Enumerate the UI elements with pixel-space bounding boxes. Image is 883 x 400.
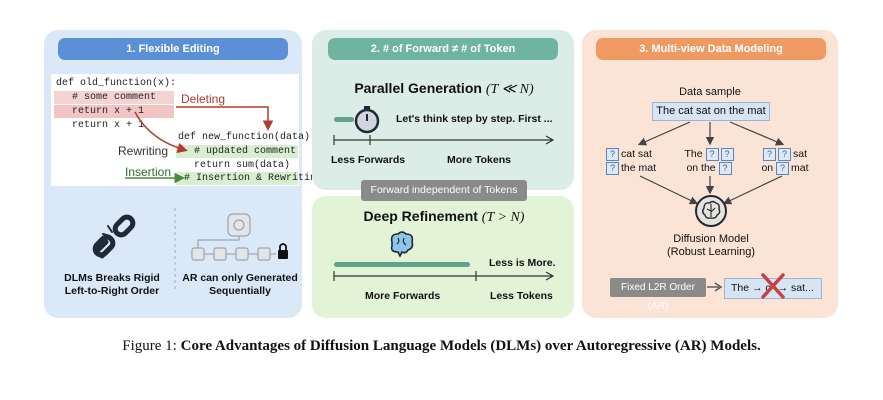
view-3-line-2: on ?mat (752, 161, 818, 175)
code-old-line-2: # some comment (72, 92, 157, 103)
code-new-line-4: # Insertion & Rewriting (184, 173, 323, 184)
less-forwards: Less Forwards (331, 154, 406, 166)
mask-token: ? (762, 148, 776, 161)
caption-dlm-line-1: DLMs Breaks Rigid (64, 272, 160, 284)
mask-token: ? (720, 148, 734, 161)
label-deleting: Deleting (181, 92, 226, 106)
deep-title: Deep Refinement (T > N) (330, 208, 558, 226)
less-is-more: Less is More. (489, 257, 556, 269)
ar-sequential-icon (191, 213, 288, 261)
data-sample-label: Data sample (679, 86, 741, 98)
code-rewrite-row (176, 145, 298, 158)
less-tokens: Less Tokens (490, 290, 553, 302)
mask-token: ? (718, 162, 732, 175)
code-old-line-4: return x + 1 (72, 120, 145, 131)
mask-token: ? (776, 162, 790, 175)
panel1-title: 1. Flexible Editing (58, 38, 288, 60)
view-1-line-1: ?cat sat (606, 147, 672, 161)
label-insertion: Insertion (125, 165, 172, 179)
mask-token: ? (606, 148, 619, 161)
view-3: ??sat on ?mat (752, 147, 818, 175)
view-1-text-2: the mat (621, 162, 657, 174)
view-3-line-1: ??sat (752, 147, 818, 161)
panel2-title: 2. # of Forward ≠ # of Token (328, 38, 558, 60)
broken-chain-icon (92, 214, 136, 259)
view-2-line-1: The ?? (680, 147, 740, 161)
code-new-line-2: # updated comment (194, 146, 297, 157)
code-new-line-1: def new_function(data): (178, 132, 317, 143)
stopwatch-icon (354, 106, 380, 134)
view-2-text-2: on the (686, 162, 716, 174)
caption-ar-line-2: Sequentially (209, 285, 271, 297)
parallel-title-text: Parallel Generation (354, 80, 482, 96)
refine-bar (334, 262, 470, 267)
view-1-line-2: ?the mat (606, 161, 672, 175)
deep-math: (T > N) (481, 210, 525, 225)
caption-bold: Core Advantages of Diffusion Language Mo… (180, 338, 761, 354)
view-2: The ?? on the ? (680, 147, 740, 175)
cross-icon (761, 273, 785, 299)
panel-deep-refinement (312, 196, 574, 318)
code-insert-row (176, 172, 298, 185)
refine-axis (333, 271, 555, 281)
parallel-axis (333, 135, 555, 145)
view-1: ?cat sat ?the mat (606, 147, 672, 175)
forward-independent-badge: Forward independent of Tokens (361, 180, 527, 201)
ar-example-head: The → c (731, 282, 771, 294)
caption-dlm: DLMs Breaks Rigid Left-to-Right Order (52, 272, 172, 298)
ar-example-tail: → sat... (777, 282, 814, 294)
code-old-line-1: def old_function(x): (56, 78, 177, 89)
caption-ar-line-1: AR can only Generated (182, 272, 298, 284)
view-3-text-1: sat (792, 148, 807, 160)
diffusion-model-icon (695, 195, 727, 227)
more-forwards: More Forwards (365, 290, 441, 302)
rewriting-arrow (134, 111, 188, 153)
parallel-math: (T ≪ N) (485, 82, 534, 97)
view-2-text-1: The (684, 148, 703, 160)
caption-prefix: Figure 1: (122, 338, 181, 354)
view-3-text-3: mat (791, 162, 809, 174)
more-tokens: More Tokens (447, 154, 511, 166)
code-old-comment-row (54, 91, 174, 104)
mask-token: ? (777, 148, 791, 161)
code-new-line-3: return sum(data) (194, 160, 291, 171)
brain-icon (390, 231, 414, 258)
code-old-line-3: return x + 1 (72, 106, 145, 117)
caption-ar: AR can only Generated Sequentially (178, 272, 302, 298)
parallel-title: Parallel Generation (T ≪ N) (330, 80, 558, 98)
data-sample-text: The cat sat on the mat (652, 102, 770, 121)
mask-token: ? (705, 148, 719, 161)
view-3-text-2: on (761, 162, 774, 174)
figure-caption: Figure 1: Core Advantages of Diffusion L… (0, 338, 883, 355)
view-1-text-1: cat sat (621, 148, 652, 160)
code-deleted-row (54, 105, 174, 118)
deleting-arrow (176, 106, 274, 131)
caption-dlm-line-2: Left-to-Right Order (64, 285, 160, 297)
model-sub: (Robust Learning) (666, 246, 756, 258)
panel-multiview-data (582, 30, 838, 318)
deep-title-text: Deep Refinement (363, 208, 478, 224)
label-rewriting: Rewriting (118, 144, 169, 158)
model-name: Diffusion Model (673, 233, 749, 245)
panel3-title: 3. Multi-view Data Modeling (596, 38, 826, 60)
parallel-text: Let's think step by step. First ... (396, 113, 553, 125)
fixed-order-arrow (707, 282, 723, 292)
view-2-line-2: on the ? (680, 161, 740, 175)
mask-token: ? (606, 162, 619, 175)
fixed-order-badge: Fixed L2R Order (AR) (610, 278, 706, 312)
stopwatch-bar (334, 117, 354, 122)
